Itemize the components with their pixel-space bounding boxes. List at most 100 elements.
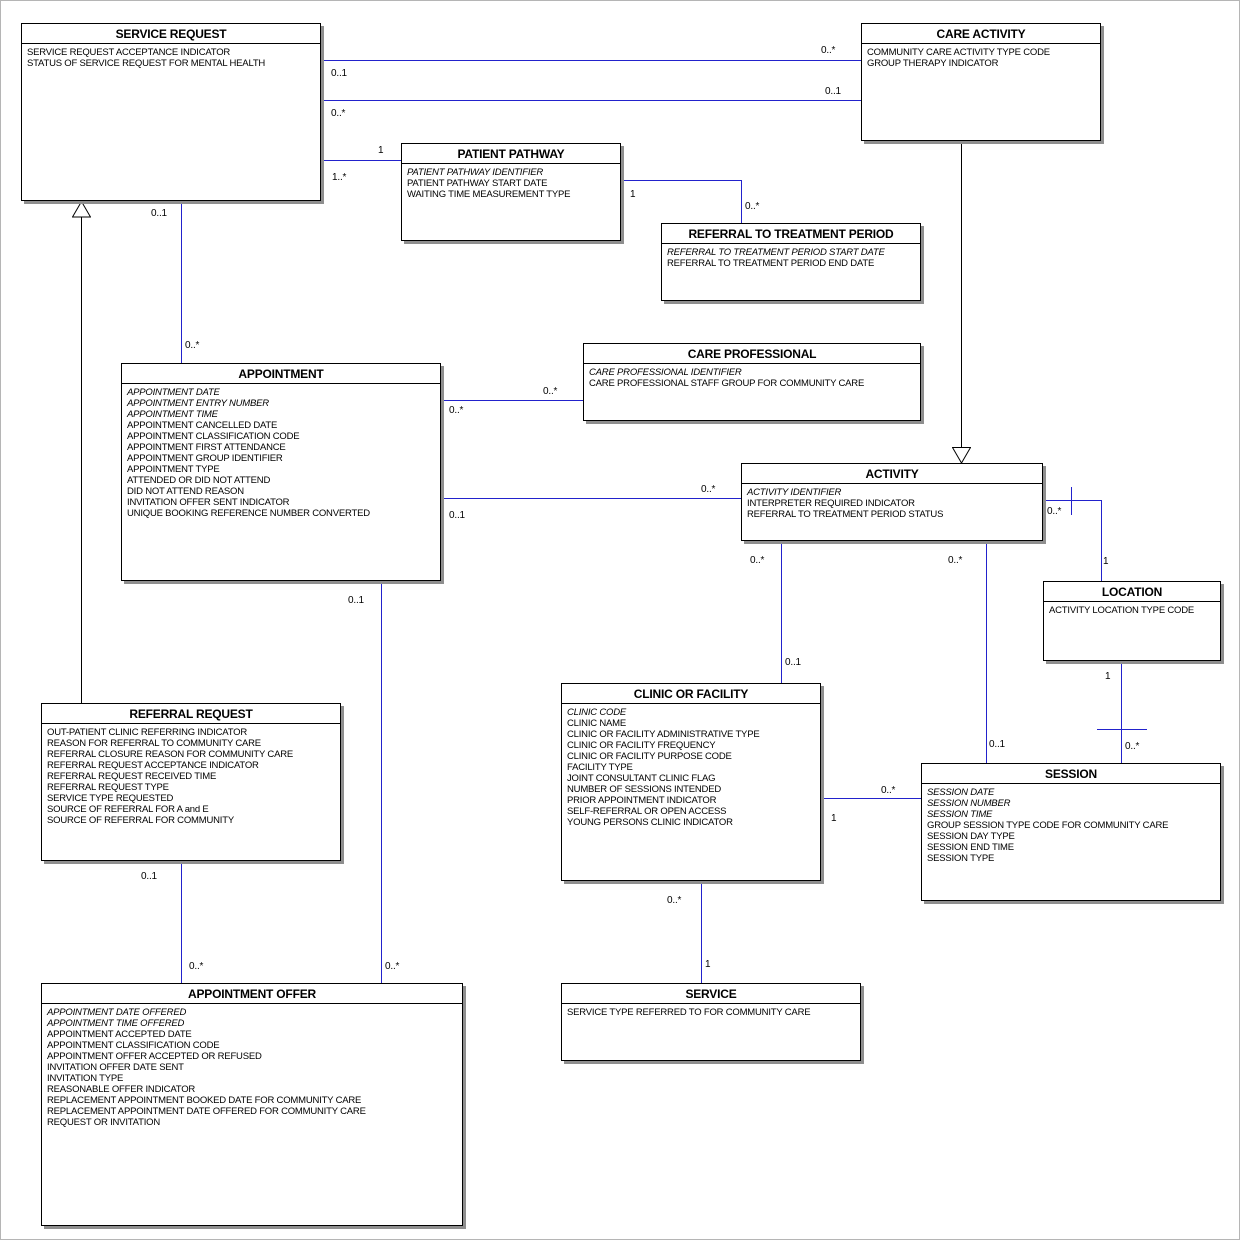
attribute-row: SESSION DATE <box>927 787 995 798</box>
cardinality-label: 0..* <box>667 895 682 906</box>
attribute-row: INVITATION TYPE <box>47 1073 124 1084</box>
attribute-row: REQUEST OR INVITATION <box>47 1117 160 1128</box>
cardinality-label: 1..* <box>332 172 347 183</box>
rel-location-session <box>1121 661 1122 763</box>
rel-patient-pathway-rttp-v <box>741 180 742 224</box>
rel-activity-clinic <box>781 541 782 683</box>
rel-service-request-care-activity-1 <box>321 60 861 61</box>
attribute-row: COMMUNITY CARE ACTIVITY TYPE CODE <box>867 47 1050 58</box>
attribute-row: APPOINTMENT OFFER ACCEPTED OR REFUSED <box>47 1051 262 1062</box>
entity-title: SESSION <box>922 764 1220 784</box>
attribute-row: DID NOT ATTEND REASON <box>127 486 244 497</box>
entity-location[interactable]: LOCATION ACTIVITY LOCATION TYPE CODE <box>1043 581 1221 661</box>
gen-referral-request-service-request <box>81 217 82 703</box>
attribute-row: REFERRAL CLOSURE REASON FOR COMMUNITY CA… <box>47 749 294 760</box>
attribute-row: GROUP THERAPY INDICATOR <box>867 58 999 69</box>
entity-appointment-offer[interactable]: APPOINTMENT OFFER APPOINTMENT DATE OFFER… <box>41 983 463 1226</box>
attribute-row: APPOINTMENT CANCELLED DATE <box>127 420 278 431</box>
entity-title: REFERRAL TO TREATMENT PERIOD <box>662 224 920 244</box>
attribute-row: CLINIC CODE <box>567 707 627 718</box>
cardinality-label: 0..1 <box>989 739 1005 750</box>
attribute-row: INVITATION OFFER SENT INDICATOR <box>127 497 290 508</box>
entity-service-request[interactable]: SERVICE REQUEST SERVICE REQUEST ACCEPTAN… <box>21 23 321 201</box>
cardinality-label: 1 <box>630 189 636 200</box>
attribute-row: REFERRAL TO TREATMENT PERIOD STATUS <box>747 509 944 520</box>
attribute-row: SERVICE REQUEST ACCEPTANCE INDICATOR <box>27 47 231 58</box>
attribute-row: SESSION DAY TYPE <box>927 831 1015 842</box>
attribute-row: SESSION NUMBER <box>927 798 1011 809</box>
entity-title: REFERRAL REQUEST <box>42 704 340 724</box>
cardinality-label: 0..1 <box>141 871 157 882</box>
attribute-row: SERVICE TYPE REQUESTED <box>47 793 174 804</box>
cardinality-label: 0..* <box>1047 506 1062 517</box>
attribute-row: SESSION TIME <box>927 809 993 820</box>
entity-title: APPOINTMENT OFFER <box>42 984 462 1004</box>
attribute-row: CLINIC OR FACILITY ADMINISTRATIVE TYPE <box>567 729 760 740</box>
entity-referral-request[interactable]: REFERRAL REQUEST OUT-PATIENT CLINIC REFE… <box>41 703 341 861</box>
attribute-row: PRIOR APPOINTMENT INDICATOR <box>567 795 717 806</box>
attribute-row: CLINIC OR FACILITY PURPOSE CODE <box>567 751 732 762</box>
attribute-row: REPLACEMENT APPOINTMENT BOOKED DATE FOR … <box>47 1095 362 1106</box>
cardinality-label: 0..* <box>543 386 558 397</box>
rel-referral-request-appointment-offer <box>181 861 182 983</box>
cardinality-label: 1 <box>831 813 837 824</box>
attribute-row: CARE PROFESSIONAL STAFF GROUP FOR COMMUN… <box>589 378 865 389</box>
attribute-row: REFERRAL REQUEST TYPE <box>47 782 169 793</box>
attribute-row: STATUS OF SERVICE REQUEST FOR MENTAL HEA… <box>27 58 266 69</box>
entity-title: CARE PROFESSIONAL <box>584 344 920 364</box>
generalization-triangle-down-icon <box>952 447 971 464</box>
cardinality-label: 0..1 <box>348 595 364 606</box>
attribute-row: REFERRAL REQUEST ACCEPTANCE INDICATOR <box>47 760 259 771</box>
attribute-row: INVITATION OFFER DATE SENT <box>47 1062 184 1073</box>
rel-patient-pathway-rttp-h <box>621 180 742 181</box>
attribute-row: APPOINTMENT DATE OFFERED <box>47 1007 187 1018</box>
cardinality-label: 0..* <box>1125 741 1140 752</box>
entity-care-activity[interactable]: CARE ACTIVITY COMMUNITY CARE ACTIVITY TY… <box>861 23 1101 141</box>
constraint-tick-icon <box>1071 487 1072 515</box>
entity-referral-to-treatment-period[interactable]: REFERRAL TO TREATMENT PERIOD REFERRAL TO… <box>661 223 921 301</box>
cardinality-label: 0..* <box>331 108 346 119</box>
cardinality-label: 1 <box>378 145 384 156</box>
entity-care-professional[interactable]: CARE PROFESSIONAL CARE PROFESSIONAL IDEN… <box>583 343 921 421</box>
entity-service[interactable]: SERVICE SERVICE TYPE REFERRED TO FOR COM… <box>561 983 861 1061</box>
entity-title: LOCATION <box>1044 582 1220 602</box>
attribute-row: SERVICE TYPE REFERRED TO FOR COMMUNITY C… <box>567 1007 811 1018</box>
attribute-row: REFERRAL REQUEST RECEIVED TIME <box>47 771 217 782</box>
attribute-row: WAITING TIME MEASUREMENT TYPE <box>407 189 571 200</box>
attribute-row: APPOINTMENT CLASSIFICATION CODE <box>127 431 300 442</box>
attribute-row: APPOINTMENT GROUP IDENTIFIER <box>127 453 283 464</box>
entity-title: CARE ACTIVITY <box>862 24 1100 44</box>
entity-attributes: SERVICE TYPE REFERRED TO FOR COMMUNITY C… <box>562 1004 860 1020</box>
attribute-row: APPOINTMENT ENTRY NUMBER <box>127 398 269 409</box>
attribute-row: CARE PROFESSIONAL IDENTIFIER <box>589 367 742 378</box>
attribute-row: SESSION END TIME <box>927 842 1014 853</box>
attribute-row: JOINT CONSULTANT CLINIC FLAG <box>567 773 716 784</box>
attribute-row: FACILITY TYPE <box>567 762 633 773</box>
attribute-row: APPOINTMENT ACCEPTED DATE <box>47 1029 192 1040</box>
cardinality-label: 0..1 <box>331 68 347 79</box>
rel-appointment-activity <box>441 498 741 499</box>
entity-patient-pathway[interactable]: PATIENT PATHWAY PATIENT PATHWAY IDENTIFI… <box>401 143 621 241</box>
attribute-row: APPOINTMENT TYPE <box>127 464 220 475</box>
cardinality-label: 0..* <box>385 961 400 972</box>
gen-care-activity-activity <box>961 141 962 447</box>
entity-title: PATIENT PATHWAY <box>402 144 620 164</box>
rel-service-request-patient-pathway <box>321 160 401 161</box>
attribute-row: APPOINTMENT FIRST ATTENDANCE <box>127 442 286 453</box>
cardinality-label: 1 <box>1105 671 1111 682</box>
rel-activity-location-v <box>1101 500 1102 581</box>
cardinality-label: 1 <box>1103 556 1109 567</box>
